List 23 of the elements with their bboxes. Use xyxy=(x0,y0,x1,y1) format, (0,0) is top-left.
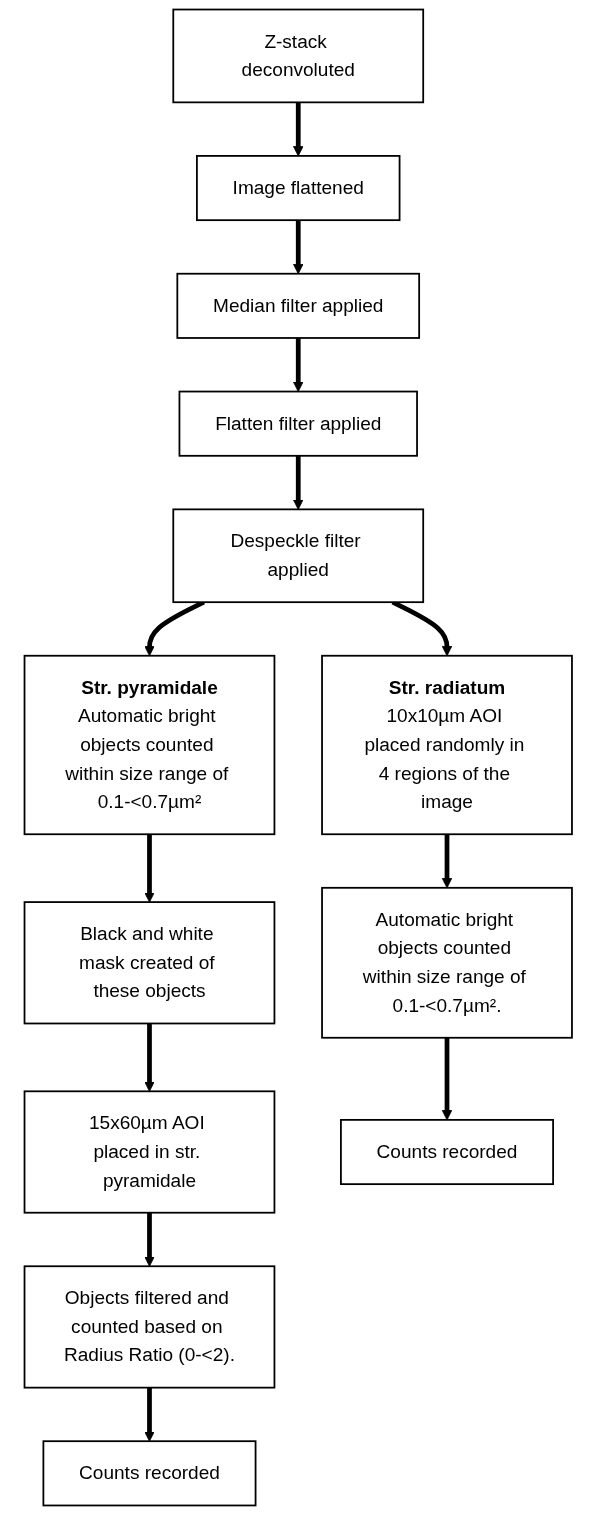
node-box: Despeckle filter applied xyxy=(172,508,424,604)
node-box: 15x60µm AOI placed in str. pyramidale xyxy=(23,1090,276,1214)
arrow xyxy=(144,1023,155,1092)
arrow xyxy=(292,455,304,510)
node-box: Objects filtered and counted based on Radius Ratio (0-<2). xyxy=(23,1265,276,1389)
node-box: Counts recorded xyxy=(339,1118,554,1186)
arrow xyxy=(144,1387,155,1442)
node-box: Median filter applied xyxy=(176,272,420,339)
node-box: Automatic bright objects counted within size range of 0.1-<0.7µm². xyxy=(320,886,573,1039)
node-box: Str. pyramidale Automatic bright objects counted within size range of 0.1-<0.7µm² xyxy=(23,654,276,836)
node-box: Str. radiatum 10x10µm AOI placed randomly in 4 regions of the image xyxy=(320,654,573,836)
node-box: Flatten filter applied xyxy=(178,390,418,457)
arrow xyxy=(441,834,452,889)
arrow xyxy=(144,834,155,903)
arrow xyxy=(292,338,304,392)
arrow xyxy=(441,1037,452,1121)
node-box: Image flattened xyxy=(195,155,401,222)
node-box: Black and white mask created of these objects xyxy=(23,901,276,1025)
arrow xyxy=(144,1212,155,1267)
arrow xyxy=(292,102,304,157)
node-box: Counts recorded xyxy=(42,1440,257,1507)
arrow xyxy=(292,220,304,275)
node-box: Z-stack deconvoluted xyxy=(172,8,424,104)
